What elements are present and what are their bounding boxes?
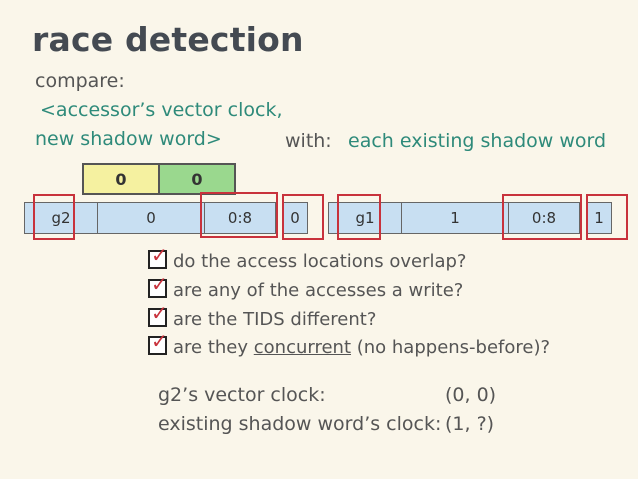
g2-vector-clock-value: (0, 0)	[445, 384, 497, 406]
concurrent-underlined-text: concurrent	[253, 337, 352, 358]
new-shadow-word-text: new shadow word>	[35, 128, 222, 150]
check-text-post: (no happens-before)?	[351, 337, 551, 358]
checkbox-icon: ✓	[148, 303, 168, 327]
vector-clock-cell-g2: 0	[158, 163, 236, 195]
compare-label: compare:	[35, 70, 125, 92]
accessor-epoch-cell: 0	[97, 202, 205, 234]
existing-range-cell: 0:8	[508, 202, 580, 234]
highlight-existing-tid	[337, 194, 381, 240]
existing-epoch-cell: 1	[401, 202, 509, 234]
vector-clock-cell-g1: 0	[82, 163, 160, 195]
check-row-tids: ✓are the TIDS different?	[148, 303, 377, 330]
check-text-pre: are they	[173, 337, 254, 358]
accessor-vector-clock-text: <accessor’s vector clock,	[40, 99, 283, 121]
check-text: do the access locations overlap?	[173, 251, 467, 272]
accessor-range-cell: 0:8	[204, 202, 276, 234]
check-text: are the TIDS different?	[173, 309, 377, 330]
check-mark-icon: ✓	[151, 272, 168, 296]
accessor-write-cell: 0	[282, 202, 308, 234]
check-mark-icon: ✓	[151, 243, 168, 267]
existing-clock-label: existing shadow word’s clock:	[158, 413, 442, 435]
accessor-tid-cell: g2	[24, 202, 98, 234]
check-mark-icon: ✓	[151, 301, 168, 325]
highlight-existing-write	[586, 194, 628, 240]
each-existing-shadow-word-text: each existing shadow word	[348, 130, 607, 152]
highlight-accessor-range	[200, 192, 278, 238]
existing-write-cell: 1	[586, 202, 612, 234]
check-text: are any of the accesses a write?	[173, 280, 464, 301]
with-label: with:	[285, 130, 332, 152]
page-title: race detection	[32, 20, 304, 59]
g2-vector-clock-label: g2’s vector clock:	[158, 384, 326, 406]
check-mark-icon: ✓	[151, 329, 168, 353]
existing-clock-value: (1, ?)	[445, 413, 495, 435]
highlight-existing-range	[502, 194, 582, 240]
checkbox-icon: ✓	[148, 331, 168, 355]
checkbox-icon: ✓	[148, 245, 168, 269]
check-row-concurrent: ✓are they concurrent (no happens-before)…	[148, 331, 551, 358]
check-row-write: ✓are any of the accesses a write?	[148, 274, 464, 301]
checkbox-icon: ✓	[148, 274, 168, 298]
check-row-overlap: ✓do the access locations overlap?	[148, 245, 467, 272]
highlight-accessor-write	[282, 194, 324, 240]
highlight-accessor-tid	[33, 194, 75, 240]
